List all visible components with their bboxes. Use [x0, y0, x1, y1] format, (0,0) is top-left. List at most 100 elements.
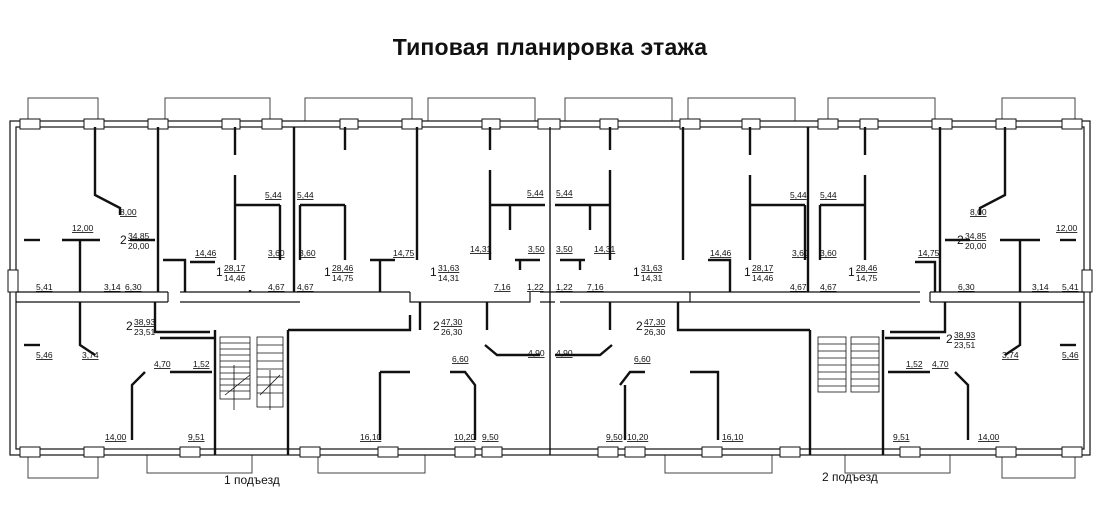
room-area-label: 14,46 [710, 248, 732, 258]
living-area: 20,00 [965, 241, 987, 251]
plan-title: Типовая планировка этажа [392, 34, 708, 60]
living-area: 23,51 [954, 340, 976, 350]
balcony-top [27, 97, 99, 121]
total-area: 34,85 [128, 231, 150, 241]
balcony-bottom [317, 455, 426, 474]
balconies [27, 97, 1076, 479]
living-area: 14,46 [752, 273, 774, 283]
balcony-top [164, 97, 271, 121]
room-area-label: 3,60 [820, 248, 837, 258]
partitions [24, 127, 1076, 455]
room-count: 1 [430, 265, 437, 279]
total-area: 28,46 [332, 263, 354, 273]
room-area-label: 6,60 [452, 354, 469, 364]
room-area-label: 14,75 [918, 248, 940, 258]
room-area-label: 6,60 [634, 354, 651, 364]
room-area-label: 12,00 [1056, 223, 1078, 233]
room-area-label: 4,70 [154, 359, 171, 369]
balcony-bottom [27, 455, 99, 479]
room-count: 2 [957, 233, 964, 247]
room-area-label: 4,67 [297, 282, 314, 292]
corridor [16, 291, 1084, 303]
room-area-label: 7,16 [494, 282, 511, 292]
room-area-label: 9,51 [188, 432, 205, 442]
room-area-label: 8,00 [970, 207, 987, 217]
room-area-label: 5,46 [36, 350, 53, 360]
balcony-bottom [1001, 455, 1076, 479]
room-area-label: 14,46 [195, 248, 217, 258]
room-count: 1 [633, 265, 640, 279]
room-area-label: 5,44 [790, 190, 807, 200]
room-area-label: 6,30 [958, 282, 975, 292]
living-area: 26,30 [644, 327, 666, 337]
room-area-label: 4,90 [528, 348, 545, 358]
room-area-label: 14,00 [105, 432, 127, 442]
balcony-top [304, 97, 413, 121]
living-area: 20,00 [128, 241, 150, 251]
room-area-label: 7,16 [587, 282, 604, 292]
room-count: 2 [433, 319, 440, 333]
living-area: 14,31 [641, 273, 663, 283]
room-area-label: 1,52 [193, 359, 210, 369]
balcony-top [687, 97, 796, 121]
room-area-label: 6,30 [125, 282, 142, 292]
balcony-top [827, 97, 936, 121]
room-area-label: 9,50 [606, 432, 623, 442]
total-area: 34,85 [965, 231, 987, 241]
room-area-label: 3,14 [1032, 282, 1049, 292]
room-area-label: 14,00 [978, 432, 1000, 442]
living-area: 23,51 [134, 327, 156, 337]
room-area-label: 5,44 [265, 190, 282, 200]
room-area-label: 8,00 [120, 207, 137, 217]
total-area: 28,17 [752, 263, 774, 273]
room-area-label: 5,44 [820, 190, 837, 200]
living-area: 14,46 [224, 273, 246, 283]
room-count: 1 [848, 265, 855, 279]
total-area: 47,30 [441, 317, 463, 327]
room-area-label: 1,22 [556, 282, 573, 292]
balcony-top [1001, 97, 1076, 121]
room-area-label: 4,67 [820, 282, 837, 292]
room-area-label: 9,50 [482, 432, 499, 442]
total-area: 31,63 [641, 263, 663, 273]
room-area-label: 3,14 [104, 282, 121, 292]
room-area-label: 3,74 [1002, 350, 1019, 360]
room-area-label: 5,44 [527, 188, 544, 198]
room-area-label: 16,10 [722, 432, 744, 442]
room-count: 2 [126, 319, 133, 333]
room-area-label: 4,67 [790, 282, 807, 292]
room-area-label: 3,60 [792, 248, 809, 258]
living-area: 14,75 [332, 273, 354, 283]
total-area: 31,63 [438, 263, 460, 273]
room-area-label: 9,51 [893, 432, 910, 442]
room-area-label: 5,41 [36, 282, 53, 292]
room-area-label: 14,31 [594, 244, 616, 254]
living-area: 14,31 [438, 273, 460, 283]
total-area: 28,17 [224, 263, 246, 273]
room-area-label: 4,67 [268, 282, 285, 292]
room-area-label: 14,31 [470, 244, 492, 254]
entrance-label: 1 подъезд [224, 473, 280, 487]
room-area-label: 4,90 [556, 348, 573, 358]
room-area-label: 5,46 [1062, 350, 1079, 360]
room-area-label: 4,70 [932, 359, 949, 369]
room-area-label: 10,20 [454, 432, 476, 442]
room-area-label: 1,52 [906, 359, 923, 369]
balcony-bottom [844, 455, 951, 474]
living-area: 26,30 [441, 327, 463, 337]
room-count: 1 [324, 265, 331, 279]
room-area-label: 16,10 [360, 432, 382, 442]
living-area: 14,75 [856, 273, 878, 283]
room-area-label: 3,60 [299, 248, 316, 258]
room-count: 2 [636, 319, 643, 333]
room-area-label: 3,50 [556, 244, 573, 254]
